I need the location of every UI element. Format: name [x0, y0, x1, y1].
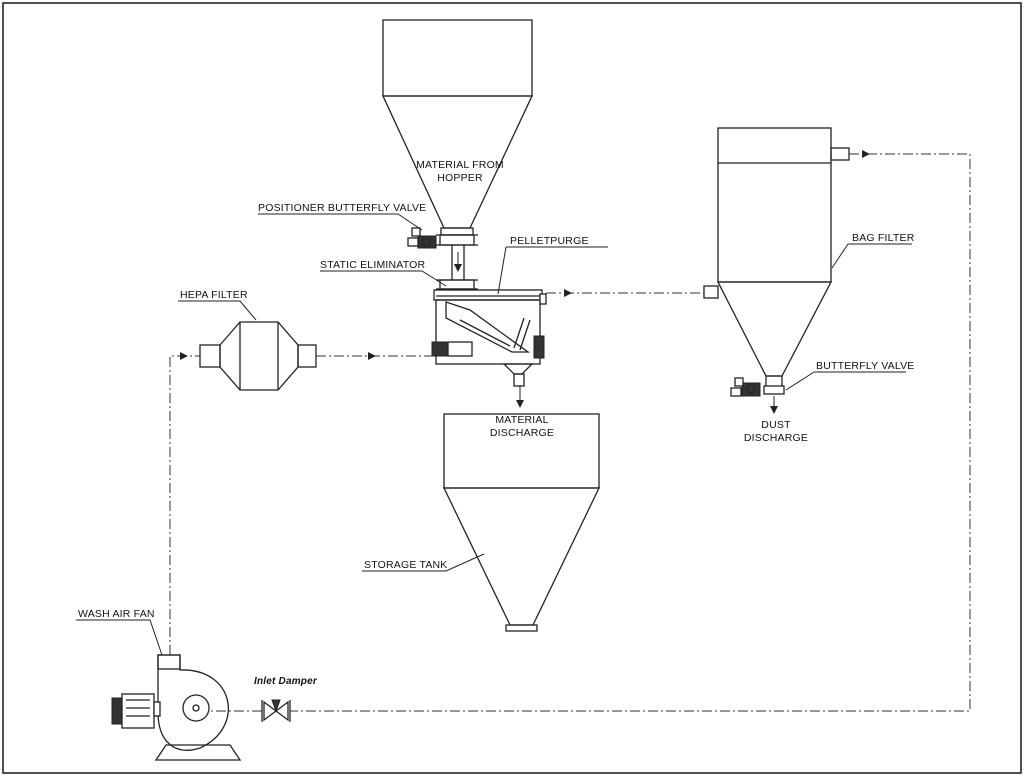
label-wash-air-fan: WASH AIR FAN	[78, 608, 155, 620]
hepa-filter	[199, 321, 317, 391]
positioner-butterfly-valve	[407, 227, 478, 249]
flow-line-bag-filter-return	[290, 153, 971, 712]
label-dust-discharge: DUST	[761, 419, 791, 431]
leader-lines	[76, 213, 912, 656]
label-material-discharge-2: DISCHARGE	[490, 427, 554, 439]
dust-discharge-arrow	[770, 406, 778, 414]
static-eliminator	[436, 279, 478, 290]
label-pelletpurge: PELLETPURGE	[510, 235, 589, 247]
label-butterfly-valve: BUTTERFLY VALVE	[816, 360, 915, 372]
wash-air-fan	[111, 654, 242, 761]
flow-arrow	[862, 150, 870, 158]
label-dust-discharge-2: DISCHARGE	[744, 432, 808, 444]
butterfly-valve	[730, 377, 785, 414]
leader-hepa-filter	[178, 300, 257, 321]
label-material-from-hopper-2: HOPPER	[437, 172, 483, 184]
feed-pipe	[451, 245, 465, 280]
flow-arrow	[368, 352, 376, 360]
storage-tank	[442, 413, 601, 632]
feed-flow-arrow	[454, 264, 462, 272]
label-material-discharge: MATERIAL	[495, 414, 548, 426]
material-discharge-arrow	[516, 400, 524, 408]
label-inlet-damper: Inlet Damper	[254, 676, 318, 687]
leader-butterfly-valve	[785, 371, 815, 391]
label-static-eliminator: STATIC ELIMINATOR	[320, 259, 426, 271]
label-material-from-hopper: MATERIAL FROM	[416, 159, 504, 171]
label-hepa-filter: HEPA FILTER	[180, 289, 248, 301]
leader-pelletpurge	[497, 246, 507, 295]
flow-arrows	[180, 150, 870, 360]
label-bag-filter: BAG FILTER	[852, 232, 915, 244]
leader-wash-air-fan	[76, 619, 163, 656]
leader-static-eliminator	[320, 270, 447, 287]
inlet-damper	[261, 699, 291, 722]
bag-filter	[703, 127, 850, 389]
leader-bag-filter	[831, 243, 849, 269]
flow-lines	[169, 153, 971, 712]
leader-storage-tank	[362, 553, 485, 572]
flow-arrow	[180, 352, 188, 360]
flow-line-fan-to-hepa	[169, 355, 200, 655]
flow-arrow	[564, 289, 572, 297]
label-storage-tank: STORAGE TANK	[364, 559, 448, 571]
pelletpurge-unit	[431, 289, 547, 408]
label-positioner-butterfly-valve: POSITIONER BUTTERFLY VALVE	[258, 202, 426, 214]
leader-positioner-butterfly-valve	[258, 213, 423, 231]
